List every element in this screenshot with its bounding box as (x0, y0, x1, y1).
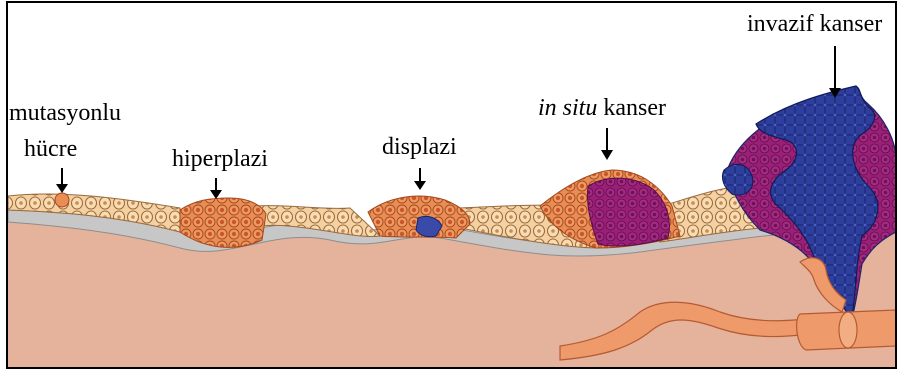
blood-vessel-opening (839, 312, 857, 348)
label-invasive-cancer: invazif kanser (747, 12, 882, 36)
arrow-mutation (56, 168, 68, 193)
label-mutated-cell-line1: mutasyonlu (9, 101, 121, 125)
stroma-tissue (8, 222, 896, 369)
arrow-dysplasia (414, 168, 426, 190)
label-mutated-cell-line2: hücre (24, 137, 77, 161)
arrow-in-situ (601, 128, 613, 160)
label-hyperplasia: hiperplazi (172, 147, 268, 171)
label-in-situ-italic: in situ (538, 95, 597, 121)
label-in-situ-text: kanser (597, 95, 666, 121)
arrow-hyperplasia (210, 178, 222, 199)
arrow-invasive (829, 46, 841, 98)
label-dysplasia: displazi (382, 135, 457, 159)
label-in-situ-cancer: in situ kanser (538, 96, 666, 120)
mutated-cell (55, 193, 69, 207)
